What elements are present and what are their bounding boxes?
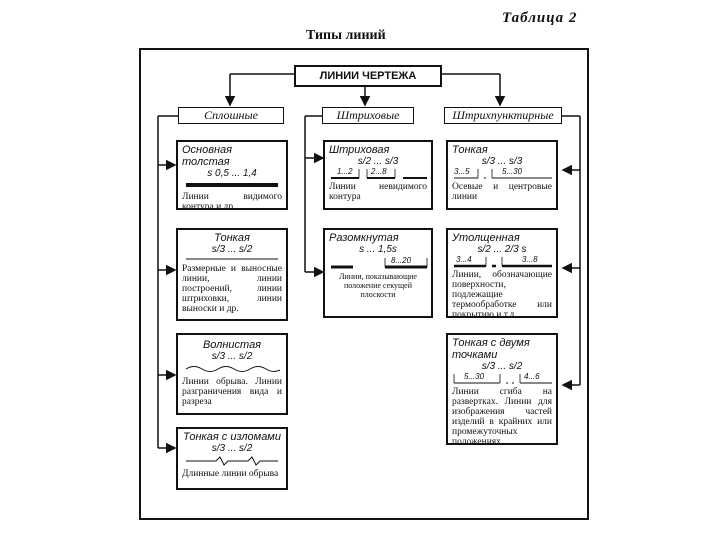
card-description: Линии видимого контура и др. <box>182 192 282 210</box>
card-wavy: Волнистая s/3 ... s/2 Линии обрыва. Лини… <box>176 333 288 415</box>
card-formula: s/3 ... s/2 <box>481 361 523 372</box>
card-main-thick: Основная толстая s 0,5 ... 1,4 Линии вид… <box>176 140 288 210</box>
card-formula: s/3 ... s/2 <box>211 351 253 362</box>
wavy-line-sample <box>185 366 280 372</box>
card-open: Разомкнутая s ... 1,5s 8...20 Линии, пок… <box>323 228 433 318</box>
diagram-frame <box>139 48 589 520</box>
thick-dashdot-sample: 3...4 3...8 <box>452 255 552 269</box>
root-node: ЛИНИИ ЧЕРТЕЖА <box>294 65 442 87</box>
card-formula: s/3 ... s/2 <box>211 443 253 454</box>
two-dots-sample: 5...30 4...6 <box>452 372 552 386</box>
card-formula: s 0,5 ... 1,4 <box>207 168 257 179</box>
card-title: Штриховая <box>329 144 390 156</box>
open-line-sample: 8...20 <box>329 255 428 271</box>
card-title: Основная толстая <box>182 144 233 168</box>
card-formula: s/3 ... s/3 <box>481 156 523 167</box>
gap-dimension: 4...6 <box>524 372 540 381</box>
card-description: Линии, обозначающие поверхности, подлежа… <box>452 270 552 318</box>
card-title: Тонкая с двумя точками <box>452 337 530 361</box>
card-description: Линии сгиба на развертках. Линии для изо… <box>452 387 552 445</box>
card-description: Линии обрыва. Линии разграничения вида и… <box>182 377 282 407</box>
card-description: Осевые и центровые линии <box>452 182 552 202</box>
gap-dimension: 3...4 <box>456 255 472 264</box>
dashed-line-sample: 1...2 2...8 <box>329 167 427 181</box>
card-title: Утолщенная <box>452 232 520 244</box>
card-formula: s/2 ... s/3 <box>357 156 399 167</box>
thin-dashdot-sample: 3...5 5...30 <box>452 167 552 181</box>
card-title: Тонкая с изломами <box>183 431 281 443</box>
card-formula: s ... 1,5s <box>359 244 397 255</box>
card-description: Длинные линии обрыва <box>182 469 279 479</box>
dash-dimension: 5...30 <box>464 372 485 381</box>
card-thin: Тонкая s/3 ... s/2 Размерные и выносные … <box>176 228 288 321</box>
card-dashed: Штриховая s/2 ... s/3 1...2 2...8 Линии … <box>323 140 433 210</box>
card-description: Размерные и выносные линии, линии постро… <box>182 264 282 314</box>
thick-line-sample <box>186 183 278 187</box>
category-dashdot: Штрихпунктирные <box>444 107 562 124</box>
category-solid: Сплошные <box>178 107 284 124</box>
card-formula: s/3 ... s/2 <box>211 244 253 255</box>
page-title: Типы линий <box>306 28 386 43</box>
card-title: Разомкнутая <box>329 232 399 244</box>
card-formula: s/2 ... 2/3 s <box>477 244 527 255</box>
dash-dimension: 2...8 <box>371 167 387 176</box>
card-thin-dashdot: Тонкая s/3 ... s/3 3...5 5...30 Осевые и… <box>446 140 558 210</box>
stroke-dimension: 8...20 <box>391 256 412 265</box>
gap-dimension: 1...2 <box>337 167 353 176</box>
card-title: Волнистая <box>202 339 262 351</box>
dash-dimension: 3...8 <box>522 255 538 264</box>
zigzag-line-sample <box>186 456 278 466</box>
card-description: Линии, показывающие положение секущей пл… <box>339 272 417 299</box>
card-thick-dashdot: Утолщенная s/2 ... 2/3 s 3...4 3...8 Лин… <box>446 228 558 318</box>
card-zigzag: Тонкая с изломами s/3 ... s/2 Длинные ли… <box>176 427 288 490</box>
gap-dimension: 3...5 <box>454 167 470 176</box>
dash-dimension: 5...30 <box>502 167 523 176</box>
card-two-dots: Тонкая с двумя точками s/3 ... s/2 5...3… <box>446 333 558 445</box>
card-description: Линии невидимого контура <box>329 182 427 202</box>
thin-line-sample <box>186 258 278 260</box>
table-number: Таблица 2 <box>502 10 578 26</box>
card-title: Тонкая <box>452 144 488 156</box>
card-title: Тонкая <box>214 232 250 244</box>
category-dashed: Штриховые <box>322 107 414 124</box>
